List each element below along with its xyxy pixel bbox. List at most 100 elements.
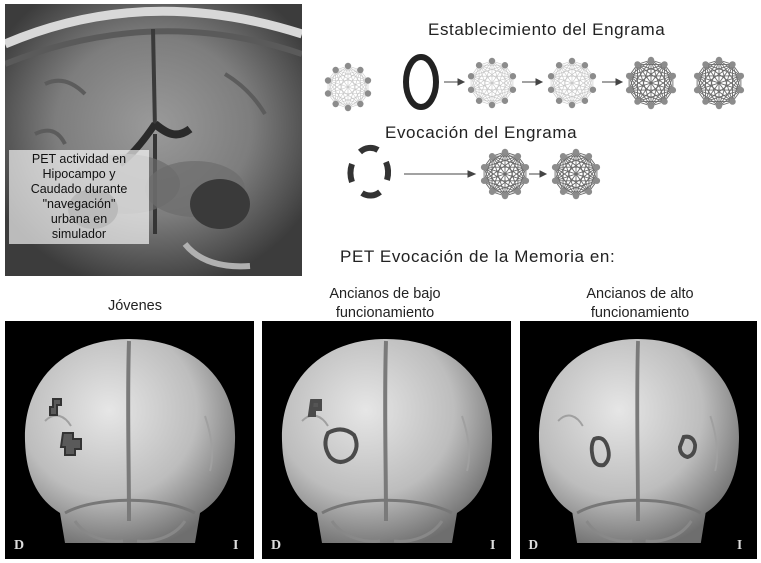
network-edge (628, 75, 638, 102)
network-node (585, 188, 593, 195)
network-node (572, 192, 580, 200)
broken-ring-segment (347, 163, 355, 183)
network-edge (478, 64, 514, 77)
network-node (693, 72, 701, 80)
heading-pet-memory-evocation: PET Evocación de la Memoria en: (340, 247, 616, 266)
network-node (488, 153, 496, 160)
group-label-line: Jóvenes (107, 298, 162, 314)
network-edge (705, 64, 720, 107)
brain-pet-panel-elderly-low: D I (262, 321, 511, 559)
network-edge (470, 89, 506, 102)
arrow-head (615, 78, 624, 86)
network-edge (628, 75, 652, 107)
mri-caption-line: PET actividad en (31, 152, 127, 166)
brain-render: D I (271, 337, 495, 553)
network-node (509, 86, 517, 93)
network-edge (637, 63, 674, 77)
network-edge (483, 155, 519, 168)
network-node (568, 101, 576, 109)
network-edge (718, 75, 742, 107)
full-ring-stimulus (403, 54, 439, 110)
network-edge (327, 93, 349, 109)
network-edge (504, 166, 527, 197)
network-edge (558, 89, 594, 102)
network-node (593, 177, 601, 184)
network-node (475, 97, 483, 104)
network-edge (335, 69, 361, 105)
network-node (737, 86, 745, 94)
brain-pet-panel-young: D I (5, 321, 254, 559)
network-edge (705, 89, 742, 103)
network-edge (558, 65, 586, 101)
network-edge (550, 64, 586, 77)
network-edge (718, 59, 742, 91)
network-edge (696, 75, 706, 102)
network-node (467, 86, 475, 93)
network-edge (470, 65, 480, 90)
network-node (357, 100, 364, 108)
network-node (555, 97, 563, 104)
network-edge (628, 59, 652, 91)
heading-engram-establishment: Establecimiento del Engrama (428, 20, 666, 39)
network-edge (554, 155, 590, 168)
network-edge (562, 155, 598, 168)
network-node (547, 73, 555, 80)
heading-engram-evocation: Evocación del Engrama (385, 123, 578, 142)
activation-spot (589, 436, 611, 468)
network-node (551, 177, 559, 184)
network-edge (650, 75, 674, 107)
network-edge (696, 75, 733, 102)
network-node (647, 102, 655, 110)
network-node (581, 97, 589, 104)
network-node (501, 97, 509, 104)
network-glyph (551, 148, 601, 200)
network-node (589, 86, 597, 93)
network-edge (491, 180, 527, 193)
network-edge (562, 180, 598, 193)
broken-ring-segment (357, 144, 380, 155)
network-edge (650, 59, 674, 91)
network-edge (470, 60, 493, 90)
network-edge (637, 64, 674, 91)
network-node (572, 148, 580, 156)
arrows (404, 78, 624, 178)
network-edge (628, 63, 665, 77)
network-edge (327, 80, 361, 105)
network-edge (335, 93, 369, 105)
network-edge (550, 76, 560, 101)
group-label-line: funcionamiento (590, 305, 690, 321)
mri-caption-line: Hipocampo y (42, 167, 116, 181)
network-node (324, 90, 332, 97)
mri-caption-line: Caudado durante (30, 182, 128, 196)
activation-regions (49, 398, 82, 456)
network-edge (478, 64, 514, 91)
network-edge (575, 151, 598, 182)
network-edge (571, 60, 594, 90)
network-edge (705, 63, 742, 77)
network-node (501, 62, 509, 69)
group-label-young: Jóvenes (60, 297, 210, 316)
network-node (522, 164, 530, 171)
network-glyph (480, 148, 530, 200)
network-edge (327, 80, 349, 109)
network-node (634, 61, 641, 68)
network-edge (483, 167, 493, 192)
network-edge (483, 156, 493, 181)
network-edge (483, 180, 506, 197)
network-glyph (625, 56, 677, 110)
network-node (547, 86, 555, 93)
side-mark-left: D (271, 538, 281, 553)
network-glyph (547, 57, 597, 109)
network-node (332, 100, 339, 108)
network-edge (558, 64, 594, 91)
network-node (715, 102, 723, 110)
network-edge (483, 151, 506, 182)
network-node (661, 98, 668, 105)
network-edge (637, 89, 674, 103)
network-edge (491, 156, 506, 197)
network-node (693, 86, 701, 94)
network-edge (491, 155, 527, 182)
network-edge (491, 155, 519, 193)
network-node (522, 177, 530, 184)
network-node (702, 98, 709, 105)
